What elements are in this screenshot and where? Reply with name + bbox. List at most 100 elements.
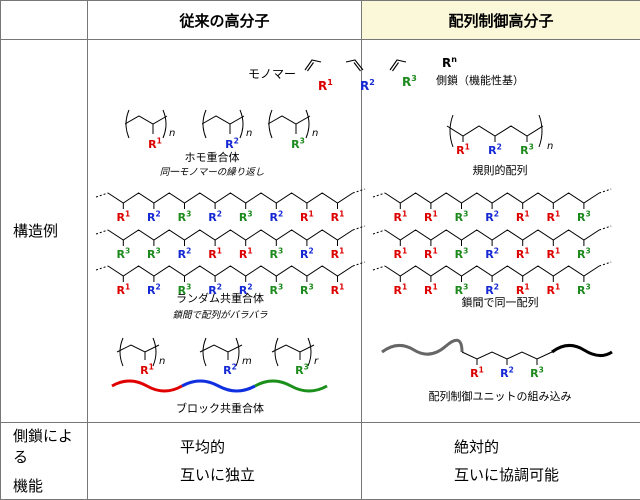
same-backbone-2-end-right [599, 225, 612, 231]
homo-bracket-left [202, 109, 207, 139]
random-r-label: R3 [269, 246, 283, 261]
homo-bracket-left [125, 109, 130, 139]
random-r-label: R3 [116, 246, 130, 261]
block-r-label-1: R1 [140, 362, 154, 377]
homo-subscript: n [312, 128, 318, 139]
block-bracket-right [235, 337, 240, 367]
block-wave-1 [111, 379, 183, 393]
same-r-label: R1 [516, 246, 530, 261]
function-label-line1: 側鎖による [13, 427, 74, 467]
random-r-label: R3 [147, 246, 161, 261]
random-r-label: R2 [147, 282, 161, 297]
block-backbone [271, 344, 315, 353]
same-r-label: R2 [485, 209, 499, 224]
row-label-function: 側鎖による 機能 [0, 421, 88, 500]
monomer-1-r-label: R1 [318, 78, 333, 93]
regular-subscript: n [547, 141, 553, 152]
random-r-label: R2 [208, 209, 222, 224]
regular-r-label-2: R2 [488, 142, 502, 157]
same-backbone-3 [384, 265, 600, 277]
unit-r-label-1: R1 [470, 365, 484, 380]
random-r-label: R1 [331, 246, 345, 261]
random-backbone-2-end-left [95, 229, 109, 235]
homo-backbone [124, 115, 168, 125]
random-r-label: R2 [300, 246, 314, 261]
same-backbone-3-end-right [599, 261, 612, 267]
same-r-label: R3 [577, 282, 591, 297]
block-bracket-right [307, 337, 312, 367]
monomer-2-r-label: R2 [360, 78, 375, 93]
unit-r-label-3: R3 [530, 365, 544, 380]
same-r-label: R3 [455, 209, 469, 224]
same-r-label: R1 [546, 282, 560, 297]
random-backbone-1-end-right [352, 188, 365, 194]
monomer-3 [389, 59, 407, 72]
block-wave-3 [254, 379, 328, 393]
controlled-function-line1: 絶対的 [454, 437, 500, 456]
homo-subscript: n [246, 128, 252, 139]
random-r-label: R1 [116, 282, 130, 297]
header-conventional: 従来の高分子 [87, 0, 362, 41]
same-r-label: R1 [393, 209, 407, 224]
monomer-2 [345, 59, 364, 72]
random-backbone-1 [107, 192, 354, 204]
regular-title: 規則的配列 [473, 163, 528, 177]
homo-subscript: n [169, 128, 175, 139]
same-r-label: R3 [577, 246, 591, 261]
same-backbone-1-end-left [372, 192, 386, 198]
random-r-label: R1 [239, 246, 253, 261]
same-r-label: R3 [455, 246, 469, 261]
random-backbone-2 [107, 229, 354, 241]
block-subscript: m [242, 356, 252, 367]
regular-r-label-1: R1 [456, 142, 470, 157]
same-r-label: R3 [577, 209, 591, 224]
random-r-label: R1 [331, 282, 345, 297]
rn-label: Rn [442, 55, 457, 70]
same-r-label: R1 [424, 209, 438, 224]
random-backbone-3 [107, 265, 354, 277]
random-r-label: R3 [239, 209, 253, 224]
same-r-label: R1 [546, 209, 560, 224]
block-r-label-2: R2 [223, 362, 237, 377]
block-subscript: r [314, 356, 319, 367]
block-backbone [116, 344, 160, 353]
random-backbone-3-end-right [352, 261, 365, 267]
homo-r-label-1: R1 [148, 136, 162, 151]
random-r-label: R3 [178, 209, 192, 224]
random-r-label: R1 [300, 209, 314, 224]
same-r-label: R1 [516, 209, 530, 224]
homo-backbone [201, 115, 245, 125]
cell-controlled-structure [361, 39, 640, 423]
cell-controlled-function: 絶対的 互いに協調可能 [361, 421, 640, 500]
regular-bracket-left [449, 114, 454, 148]
corner-cell [0, 0, 88, 41]
same-r-label: R3 [455, 282, 469, 297]
random-title: ランダム共重合体 [176, 291, 264, 305]
random-r-label: R2 [269, 209, 283, 224]
homo-bracket-left [268, 109, 273, 139]
conventional-function-line1: 平均的 [180, 437, 226, 456]
block-wave-2 [181, 379, 256, 393]
monomer-label: モノマー [248, 67, 296, 81]
homo-r-label-2: R2 [225, 136, 239, 151]
same-backbone-2 [384, 229, 600, 241]
unit-wave-left [381, 338, 464, 356]
block-bracket-left [202, 337, 207, 367]
random-r-label: R2 [147, 209, 161, 224]
block-bracket-right [152, 337, 157, 367]
same-r-label: R1 [393, 246, 407, 261]
random-r-label: R3 [269, 282, 283, 297]
homo-bracket-right [162, 109, 167, 139]
random-backbone-2-end-right [352, 225, 365, 231]
regular-r-label-3: R3 [520, 142, 534, 157]
block-title: ブロック共重合体 [176, 401, 264, 415]
unit-wave-right [551, 344, 613, 357]
header-controlled: 配列制御高分子 [361, 0, 640, 41]
homo-backbone [267, 115, 311, 125]
